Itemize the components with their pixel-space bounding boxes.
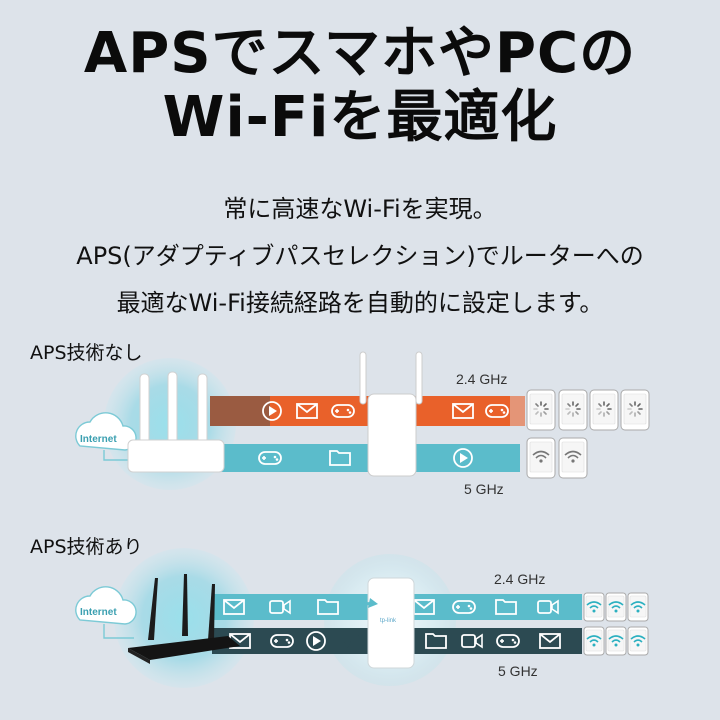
headline-line-1: APSでスマホやPCの — [83, 21, 637, 86]
device-group-connected — [526, 437, 588, 479]
router-with-aps — [128, 574, 240, 664]
description-line-1: 常に高速なWi-Fiを実現。 — [223, 195, 497, 223]
headline-line-2: Wi-Fiを最適化 — [162, 85, 558, 150]
without-aps-label: APS技術なし — [30, 342, 143, 364]
band-5ghz-teal — [210, 444, 520, 472]
with-aps-diagram: Internet tp-link 2.4 GHz 5 GHz — [75, 548, 649, 688]
internet-label: Internet — [80, 434, 117, 445]
description: 常に高速なWi-Fiを実現。 APS(アダプティブパスセレクション)でルーターへ… — [0, 186, 720, 327]
band-5ghz-label: 5 GHz — [464, 481, 504, 497]
range-extender-with-aps: tp-link — [367, 577, 415, 669]
device-group-loading — [526, 389, 650, 431]
band-5ghz-label: 5 GHz — [498, 663, 538, 679]
internet-label: Internet — [80, 607, 117, 618]
extender-brand-label: tp-link — [380, 618, 397, 624]
headline: APSでスマホやPCの Wi-Fiを最適化 — [0, 22, 720, 150]
description-line-2: APS(アダプティブパスセレクション)でルーターへの — [76, 242, 644, 270]
with-aps-label: APS技術あり — [30, 536, 143, 558]
router-without-aps — [127, 371, 225, 473]
device-group-connected — [583, 592, 649, 656]
band-24ghz-label: 2.4 GHz — [494, 571, 545, 587]
auto-switch-arrows-icon — [342, 598, 378, 648]
description-line-3: 最適なWi-Fi接続経路を自動的に設定します。 — [116, 289, 604, 317]
band-24ghz-weak-segment — [210, 396, 270, 426]
range-extender-without-aps — [359, 351, 423, 477]
band-24ghz-label: 2.4 GHz — [456, 371, 507, 387]
internet-cloud-icon: Internet — [75, 586, 137, 639]
without-aps-diagram: Internet 2.4 GHz 5 GHz — [75, 351, 650, 497]
